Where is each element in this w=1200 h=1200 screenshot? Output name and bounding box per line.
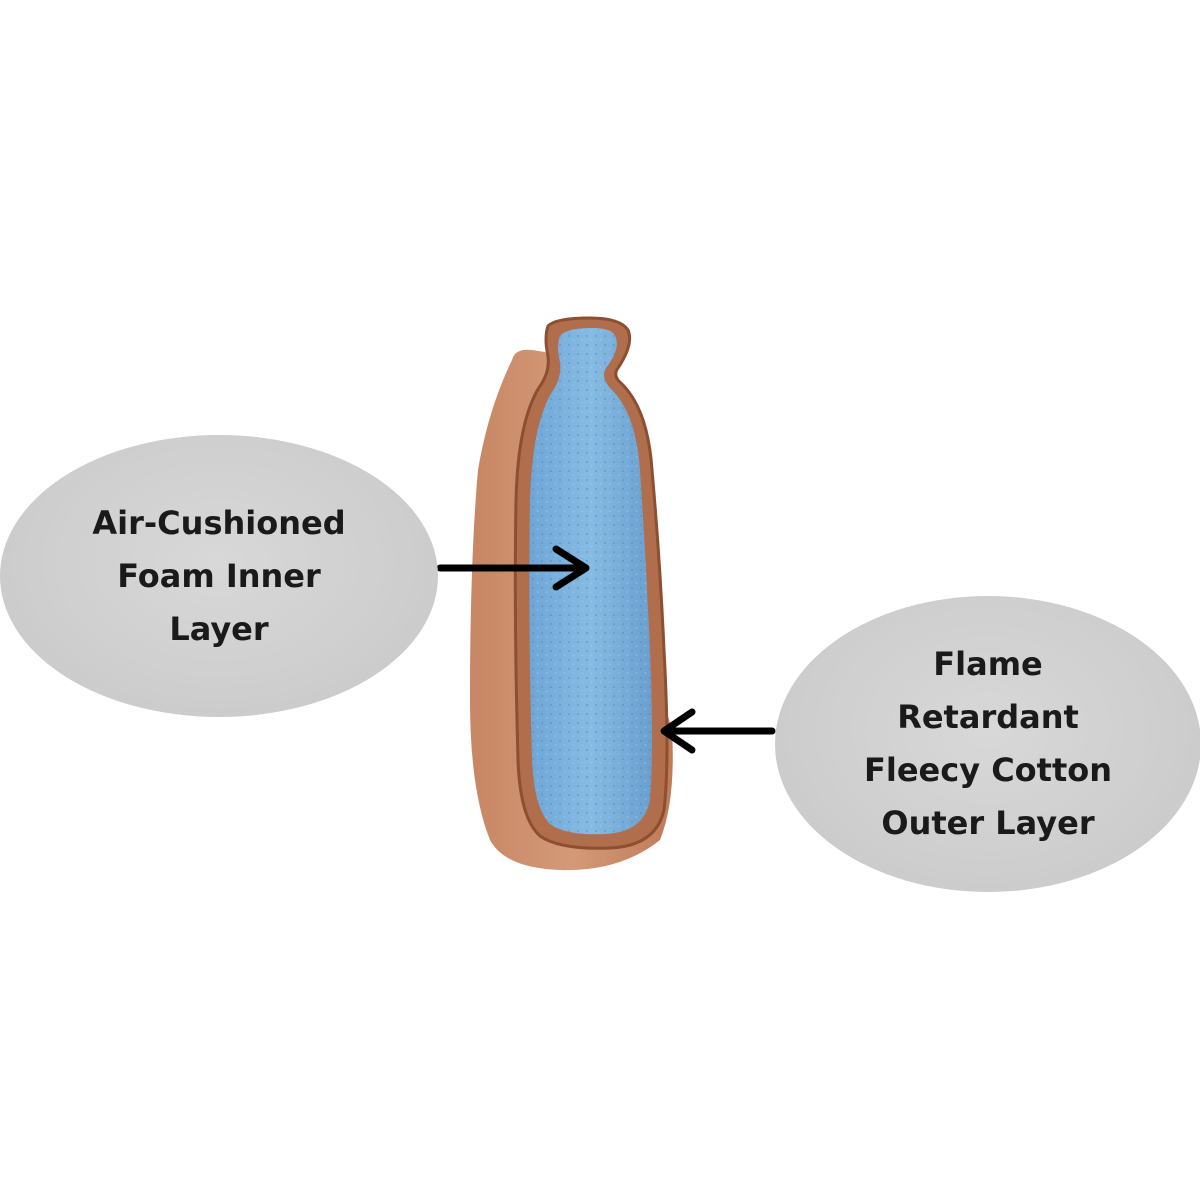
callout-outer-label: Flame Retardant Fleecy Cotton Outer Laye…: [864, 638, 1112, 850]
callout-outer-line-2: Retardant: [897, 698, 1079, 736]
callout-inner-line-2: Foam Inner: [117, 556, 321, 595]
arrow-to-foam: [436, 545, 590, 591]
callout-outer-line-4: Outer Layer: [881, 804, 1095, 842]
callout-inner-layer: Air-Cushioned Foam Inner Layer: [0, 435, 438, 717]
callout-outer-layer: Flame Retardant Fleecy Cotton Outer Laye…: [775, 596, 1200, 892]
callout-outer-line-3: Fleecy Cotton: [863, 751, 1113, 789]
callout-inner-line-1: Air-Cushioned: [92, 503, 346, 542]
callout-outer-line-1: Flame: [933, 645, 1043, 683]
callout-inner-line-3: Layer: [169, 609, 269, 648]
arrow-to-cotton: [660, 708, 776, 754]
foam-texture: [529, 328, 652, 835]
callout-inner-label: Air-Cushioned Foam Inner Layer: [92, 497, 345, 656]
